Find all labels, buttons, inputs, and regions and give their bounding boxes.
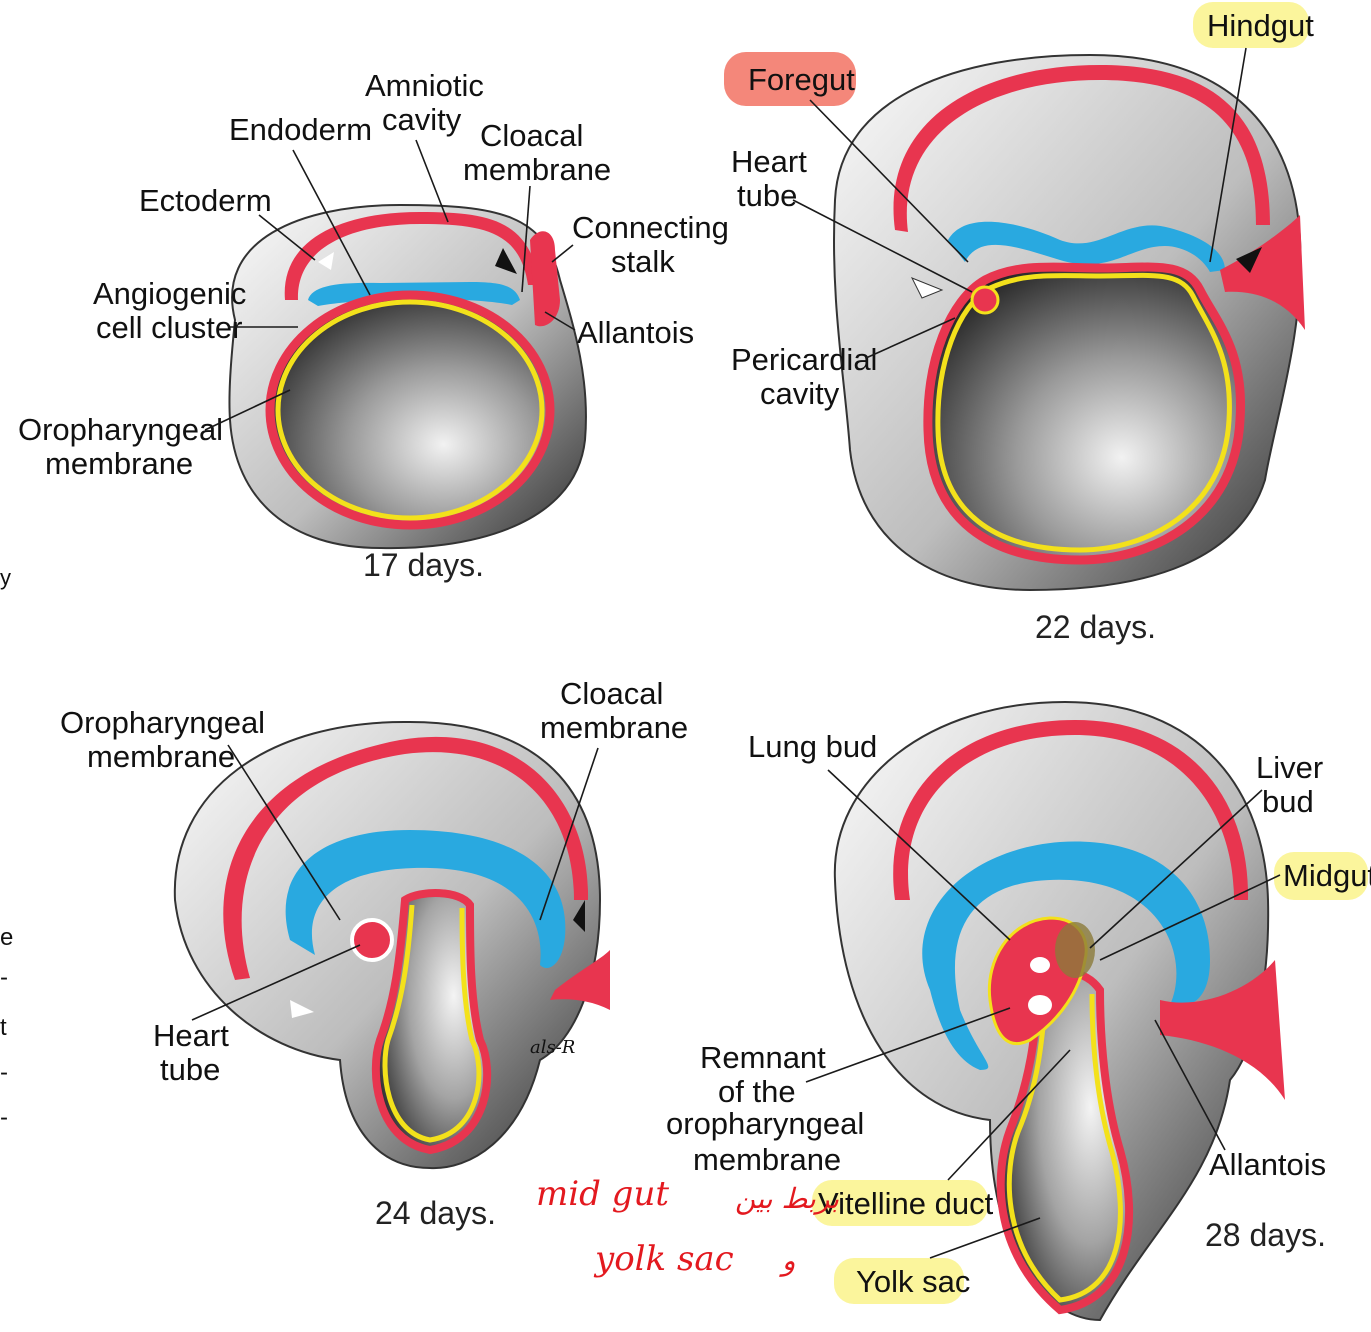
handwritten-arabic-and: و [779, 1244, 796, 1277]
panel-24-days: Oropharyngeal membrane Cloacal membrane … [60, 676, 688, 1231]
edge-glyph: e [0, 924, 13, 951]
illustrator-signature: als-R [530, 1037, 575, 1058]
label-hindgut: Hindgut [1207, 8, 1314, 43]
label-midgut: Midgut [1283, 858, 1371, 893]
label-oropharyngeal-membrane: membrane [87, 739, 235, 774]
liver-bud-shape [1055, 922, 1095, 978]
label-liver: Liver [1256, 750, 1323, 785]
label-heart: Heart [153, 1018, 229, 1053]
label-tube: tube [737, 178, 797, 213]
label-oropharyngeal: Oropharyngeal [60, 705, 265, 740]
edge-glyph: t [0, 1014, 7, 1041]
label-allantois: Allantois [577, 315, 694, 350]
edge-glyph: - [0, 1104, 8, 1131]
panel-28-days: Lung bud Liver bud Midgut Remnant of the… [666, 702, 1371, 1320]
label-liver-bud: bud [1262, 784, 1314, 819]
handwritten-annotations: mid gut بربط بين yolk sac و [536, 1174, 839, 1279]
label-tube: tube [160, 1052, 220, 1087]
caption-24-days: 24 days. [375, 1195, 496, 1231]
label-remnant: Remnant [700, 1040, 826, 1075]
label-angiogenic: Angiogenic [93, 276, 246, 311]
handwritten-midgut: mid gut [536, 1174, 669, 1214]
label-cavity: cavity [382, 102, 462, 137]
label-heart: Heart [731, 144, 807, 179]
label-endoderm: Endoderm [229, 112, 372, 147]
label-connecting: Connecting [572, 210, 729, 245]
lung-bud-shape [1030, 957, 1050, 973]
panel-22-days: Foregut Hindgut Heart tube Pericardial c… [724, 2, 1314, 645]
caption-22-days: 22 days. [1035, 609, 1156, 645]
panel-17-days: Amniotic cavity Endoderm Cloacal membran… [18, 68, 729, 583]
label-pericardial: Pericardial [731, 342, 877, 377]
handwritten-yolk-sac: yolk sac [593, 1239, 734, 1279]
label-foregut: Foregut [748, 62, 855, 97]
label-membrane: membrane [693, 1142, 841, 1177]
label-stalk: stalk [611, 244, 675, 279]
label-yolk-sac: Yolk sac [856, 1264, 970, 1299]
edge-glyph: - [0, 964, 8, 991]
edge-glyph: y [0, 565, 11, 590]
label-pericardial-cavity: cavity [760, 376, 840, 411]
heart-shape [1028, 995, 1052, 1015]
label-lung-bud: Lung bud [748, 729, 877, 764]
heart-tube-shape [352, 920, 392, 960]
label-oropharyngeal-membrane: membrane [45, 446, 193, 481]
label-oropharyngeal: Oropharyngeal [18, 412, 223, 447]
label-ectoderm: Ectoderm [139, 183, 272, 218]
label-vitelline-duct: Vitelline duct [818, 1186, 994, 1221]
label-amniotic: Amniotic [365, 68, 484, 103]
label-cloacal: Cloacal [560, 676, 663, 711]
caption-28-days: 28 days. [1205, 1217, 1326, 1253]
handwritten-arabic-connects: بربط بين [735, 1182, 839, 1215]
label-cloacal-membrane: membrane [540, 710, 688, 745]
label-of-the: of the [718, 1074, 796, 1109]
edge-glyph: - [0, 1059, 8, 1086]
label-cell-cluster: cell cluster [96, 310, 242, 345]
label-oropharyngeal: oropharyngeal [666, 1106, 864, 1141]
label-cloacal-membrane: membrane [463, 152, 611, 187]
heart-tube-shape [972, 287, 998, 313]
cropped-edge-text: y e - t - - [0, 565, 13, 1131]
caption-17-days: 17 days. [363, 547, 484, 583]
label-cloacal: Cloacal [480, 118, 583, 153]
label-allantois: Allantois [1209, 1147, 1326, 1182]
